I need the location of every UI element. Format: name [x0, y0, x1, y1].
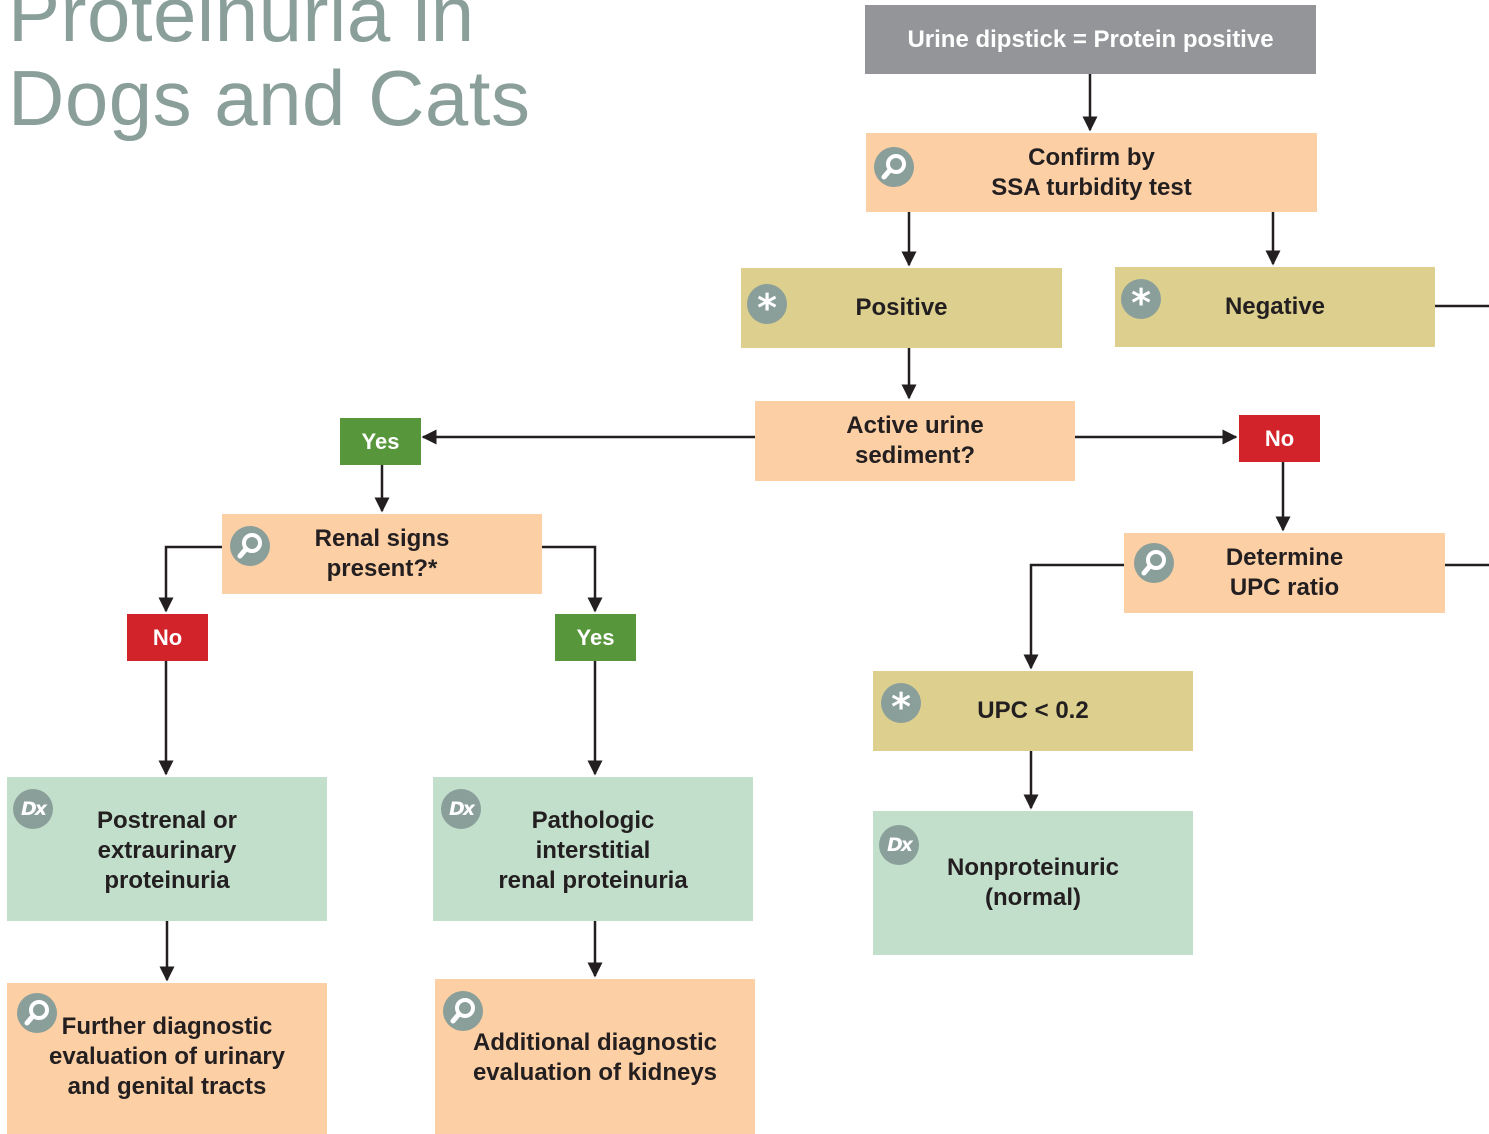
confirm-ssa-node: Confirm by SSA turbidity test [866, 133, 1317, 212]
asterisk-icon: * [881, 683, 921, 727]
postrenal-diagnosis-node: Dx Postrenal or extraurinary proteinuria [7, 777, 327, 921]
active-sediment-label: Active urine sediment? [846, 412, 984, 469]
upc-low-node: * UPC < 0.2 [873, 671, 1193, 751]
interstitial-label: Pathologic interstitial renal proteinuri… [498, 807, 688, 894]
dx-icon: Dx [879, 825, 919, 865]
page-title-line-2: Dogs and Cats [8, 54, 531, 142]
interstitial-diagnosis-node: Dx Pathologic interstitial renal protein… [433, 777, 753, 921]
dx-icon: Dx [441, 789, 481, 829]
negative-label: Negative [1224, 293, 1326, 320]
asterisk-icon: * [747, 284, 787, 328]
positive-node: * Positive [741, 268, 1062, 348]
upc-low-label: UPC < 0.2 [977, 697, 1089, 724]
renal-signs-node: Renal signs present?* [222, 514, 542, 594]
magnifier-icon [230, 526, 270, 566]
renal-yes-label: Yes [576, 624, 615, 650]
renal-yes-badge: Yes [555, 614, 636, 661]
additional-evaluation-label: Additional diagnostic evaluation of kidn… [472, 1028, 718, 1086]
confirm-ssa-label: Confirm by SSA turbidity test [991, 143, 1192, 201]
renal-signs-label: Renal signs present?* [314, 525, 450, 582]
negative-node: * Negative [1115, 267, 1435, 347]
further-evaluation-node: Further diagnostic evaluation of urinary… [7, 983, 327, 1134]
sediment-yes-badge: Yes [340, 418, 421, 465]
start-node: Urine dipstick = Protein positive [865, 5, 1316, 74]
edge-renal-signs-yes [541, 545, 603, 613]
positive-label: Positive [855, 294, 948, 321]
active-sediment-node: Active urine sediment? [755, 401, 1075, 481]
nonproteinuric-diagnosis-node: Dx Nonproteinuric (normal) [873, 811, 1193, 955]
edge-renal-signs-no [158, 545, 222, 613]
postrenal-label: Postrenal or extraurinary proteinuria [96, 807, 238, 894]
determine-upc-node: Determine UPC ratio [1124, 533, 1445, 613]
magnifier-icon [1134, 543, 1174, 583]
magnifier-icon [874, 147, 914, 187]
edge-upc-low [1023, 563, 1125, 670]
magnifier-icon [443, 991, 483, 1031]
sediment-no-badge: No [1239, 415, 1320, 462]
magnifier-icon [17, 993, 57, 1033]
further-evaluation-label: Further diagnostic evaluation of urinary… [48, 1012, 286, 1100]
additional-evaluation-node: Additional diagnostic evaluation of kidn… [435, 979, 755, 1134]
start-node-label: Urine dipstick = Protein positive [907, 25, 1274, 53]
sediment-no-label: No [1264, 425, 1295, 451]
sediment-yes-label: Yes [361, 428, 400, 454]
renal-no-label: No [152, 624, 183, 650]
page-title-line-1: Proteinuria in [8, 0, 475, 58]
renal-no-badge: No [127, 614, 208, 661]
nonproteinuric-label: Nonproteinuric (normal) [947, 854, 1119, 911]
determine-upc-label: Determine UPC ratio [1225, 544, 1344, 601]
page-title: Proteinuria in Dogs and Cats [8, 0, 530, 140]
asterisk-icon: * [1121, 279, 1161, 323]
dx-icon: Dx [13, 789, 53, 829]
